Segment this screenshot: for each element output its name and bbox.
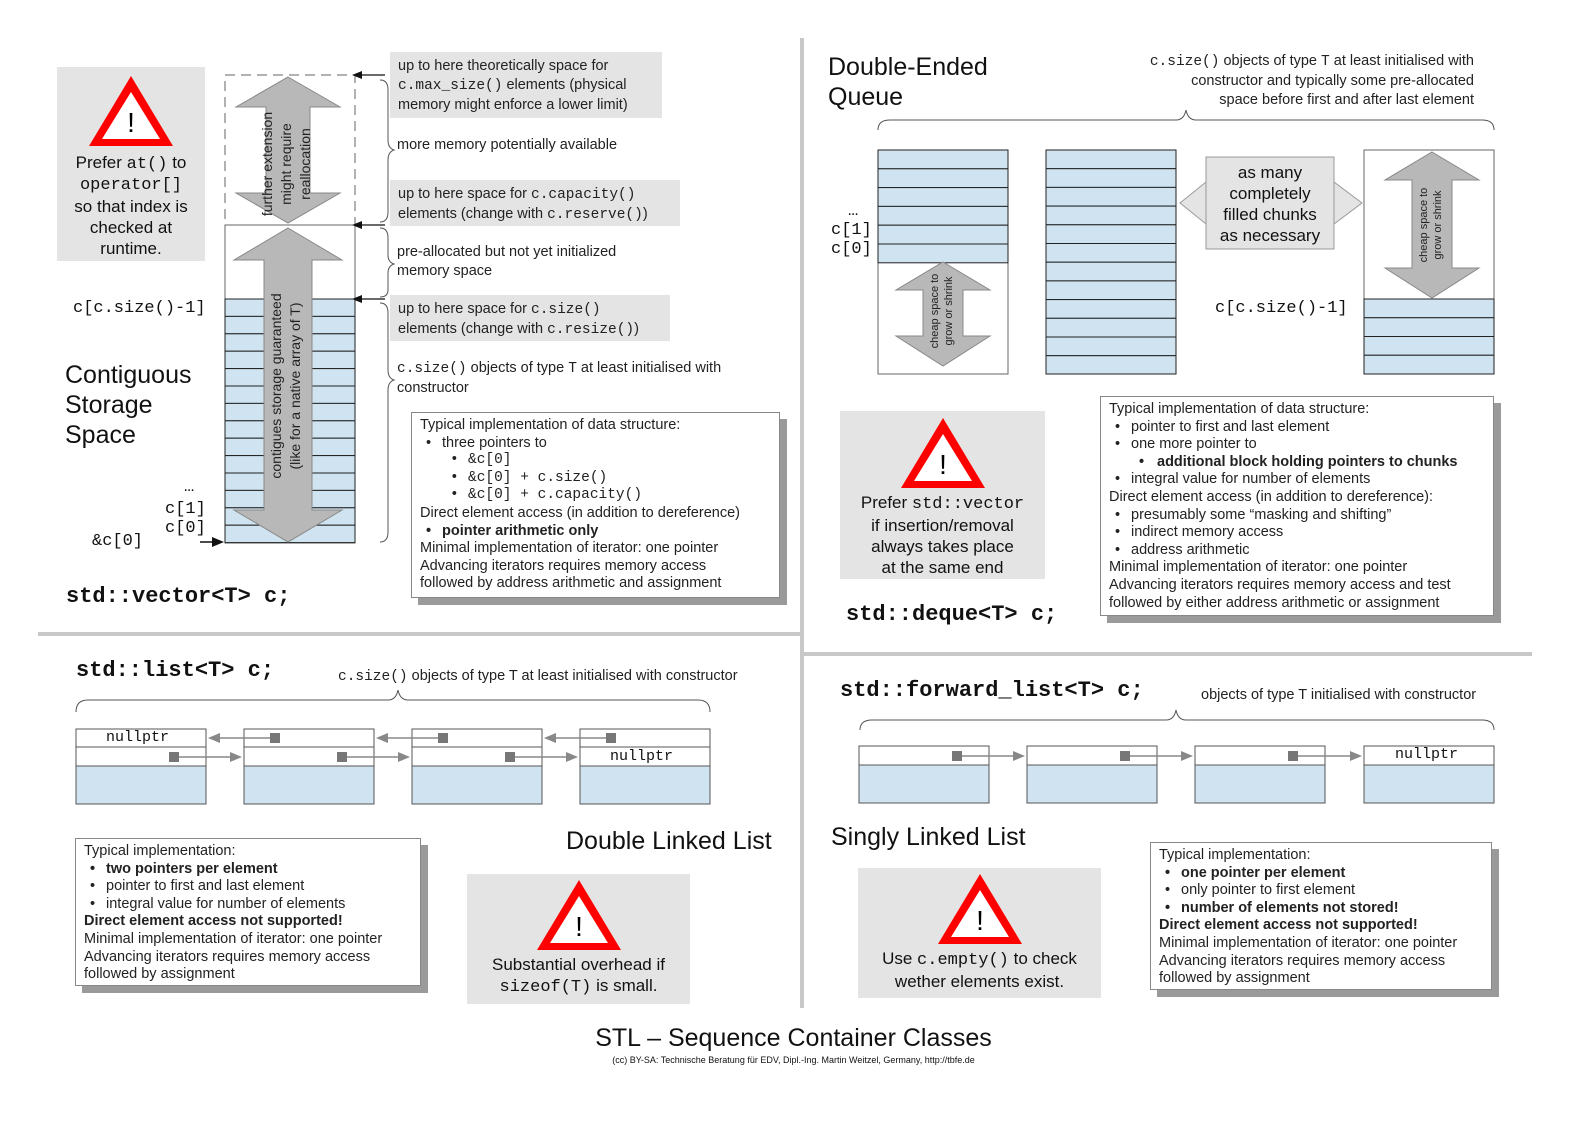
deque-element-cell xyxy=(877,149,1009,170)
vector-dots: … xyxy=(184,478,195,497)
deque-c0-label: c[0] xyxy=(831,240,872,259)
deque-element-cell xyxy=(877,187,1009,207)
deque-dots: … xyxy=(848,202,859,221)
flist-node-value xyxy=(1363,764,1495,804)
vector-top-arrow-label: further extension might require realloca… xyxy=(259,111,313,217)
size-note: up to here space for c.size() elements (… xyxy=(390,295,670,341)
list-node-value xyxy=(75,765,207,805)
next-pointer xyxy=(505,752,515,762)
deque-element-cell xyxy=(1045,149,1177,170)
next-pointer xyxy=(337,752,347,762)
vector-c0-label: c[0] xyxy=(165,519,206,538)
prev-pointer xyxy=(438,733,448,743)
deque-top-note: c.size() objects of type T at least init… xyxy=(1149,53,1474,108)
deque-element-cell xyxy=(1045,205,1177,226)
deque-element-cell xyxy=(1363,298,1495,319)
vector-addr-label: &c[0] xyxy=(92,532,144,551)
deque-element-cell xyxy=(1045,261,1177,282)
warning-icon: ! xyxy=(89,76,173,146)
deque-heading: Double-Ended Queue xyxy=(828,53,988,111)
deque-element-cell xyxy=(1045,280,1177,301)
deque-element-cell xyxy=(1045,317,1177,338)
deque-diagram xyxy=(877,110,1495,375)
flist-warning-box: ! Use c.empty() to check wether elements… xyxy=(858,868,1101,998)
vector-last-label: c[c.size()-1] xyxy=(73,299,206,318)
next-pointer xyxy=(952,751,962,761)
list-node-value xyxy=(243,765,375,805)
deque-element-cell xyxy=(877,243,1009,264)
deque-impl-box: Typical implementation of data structure… xyxy=(1100,396,1494,616)
list-node-value xyxy=(411,765,543,805)
capacity-note: up to here space for c.capacity() elemen… xyxy=(390,180,680,226)
warning-icon: ! xyxy=(900,418,985,488)
deque-element-cell xyxy=(877,224,1009,245)
warning-icon: ! xyxy=(536,880,621,950)
deque-element-cell xyxy=(1045,186,1177,207)
deque-element-cell xyxy=(877,205,1009,226)
vector-main-arrow-label: contigues storage guaranteed (like for a… xyxy=(268,293,303,479)
prev-pointer xyxy=(606,733,616,743)
deque-last-label: c[c.size()-1] xyxy=(1215,299,1348,318)
svg-text:!: ! xyxy=(575,911,583,942)
vector-c1-label: c[1] xyxy=(165,500,206,519)
flist-last-nullptr: nullptr xyxy=(1395,746,1459,763)
next-pointer xyxy=(169,752,179,762)
deque-element-cell xyxy=(1363,354,1495,375)
list-node-value xyxy=(579,765,711,805)
max-size-note: up to here theoretically space for c.max… xyxy=(390,52,662,118)
page-title: STL – Sequence Container Classes xyxy=(595,1024,992,1052)
deque-element-cell xyxy=(1045,336,1177,357)
deque-element-cell xyxy=(1045,168,1177,188)
list-declaration: std::list<T> c; xyxy=(76,658,275,683)
deque-element-cell xyxy=(1045,355,1177,375)
next-pointer xyxy=(1288,751,1298,761)
list-warning-box: ! Substantial overhead if sizeof(T) is s… xyxy=(467,874,690,1004)
list-first-nullptr: nullptr xyxy=(106,729,170,746)
flist-node-value xyxy=(1026,764,1158,804)
svg-text:!: ! xyxy=(939,449,947,480)
warning-icon: ! xyxy=(937,874,1022,944)
svg-text:!: ! xyxy=(976,905,984,936)
vector-impl-box: Typical implementation of data structure… xyxy=(411,412,780,598)
flist-node-value xyxy=(1194,764,1326,804)
credit-line: (cc) BY-SA: Technische Beratung für EDV,… xyxy=(612,1055,975,1065)
deque-element-cell xyxy=(877,168,1009,189)
chunks-label: as many completely filled chunks as nece… xyxy=(1219,163,1321,245)
flist-heading: Singly Linked List xyxy=(831,823,1026,851)
deque-warning-box: ! Prefer std::vector if insertion/remova… xyxy=(840,411,1045,579)
svg-text:!: ! xyxy=(127,107,135,138)
size-objects-note: c.size() objects of type T at least init… xyxy=(397,360,722,396)
flist-declaration: std::forward_list<T> c; xyxy=(840,678,1144,703)
deque-grow-label-back: cheap space to grow or shrink xyxy=(1418,187,1444,263)
more-memory-note: more memory potentially available xyxy=(397,137,618,153)
vector-declaration: std::vector<T> c; xyxy=(66,584,291,609)
deque-element-cell xyxy=(1045,299,1177,319)
prev-pointer xyxy=(270,733,280,743)
next-pointer xyxy=(1120,751,1130,761)
horizontal-divider-right xyxy=(804,652,1532,656)
preallocated-note: pre-allocated but not yet initialized me… xyxy=(397,244,617,279)
vector-heading: Contiguous Storage Space xyxy=(65,361,192,449)
vector-diagram xyxy=(200,71,396,547)
list-top-note: c.size() objects of type T at least init… xyxy=(338,668,738,685)
horizontal-divider-left xyxy=(38,632,802,636)
vector-warning-box: ! Prefer at() to operator[] so that inde… xyxy=(57,67,205,261)
deque-element-cell xyxy=(1045,224,1177,245)
flist-impl-box: Typical implementation: one pointer per … xyxy=(1150,842,1492,990)
deque-element-cell xyxy=(1045,243,1177,263)
list-diagram xyxy=(75,690,711,805)
list-impl-box: Typical implementation: two pointers per… xyxy=(75,838,421,986)
flist-diagram xyxy=(858,709,1495,804)
deque-declaration: std::deque<T> c; xyxy=(846,602,1058,627)
flist-top-note: objects of type T initialised with const… xyxy=(1201,687,1477,703)
list-heading: Double Linked List xyxy=(566,827,772,855)
deque-element-cell xyxy=(1363,317,1495,337)
list-last-nullptr: nullptr xyxy=(610,748,674,765)
flist-node-value xyxy=(858,764,990,804)
deque-element-cell xyxy=(1363,336,1495,356)
vertical-divider xyxy=(800,38,804,1008)
deque-c1-label: c[1] xyxy=(831,221,872,240)
deque-grow-label-front: cheap space to grow or shrink xyxy=(929,273,955,349)
